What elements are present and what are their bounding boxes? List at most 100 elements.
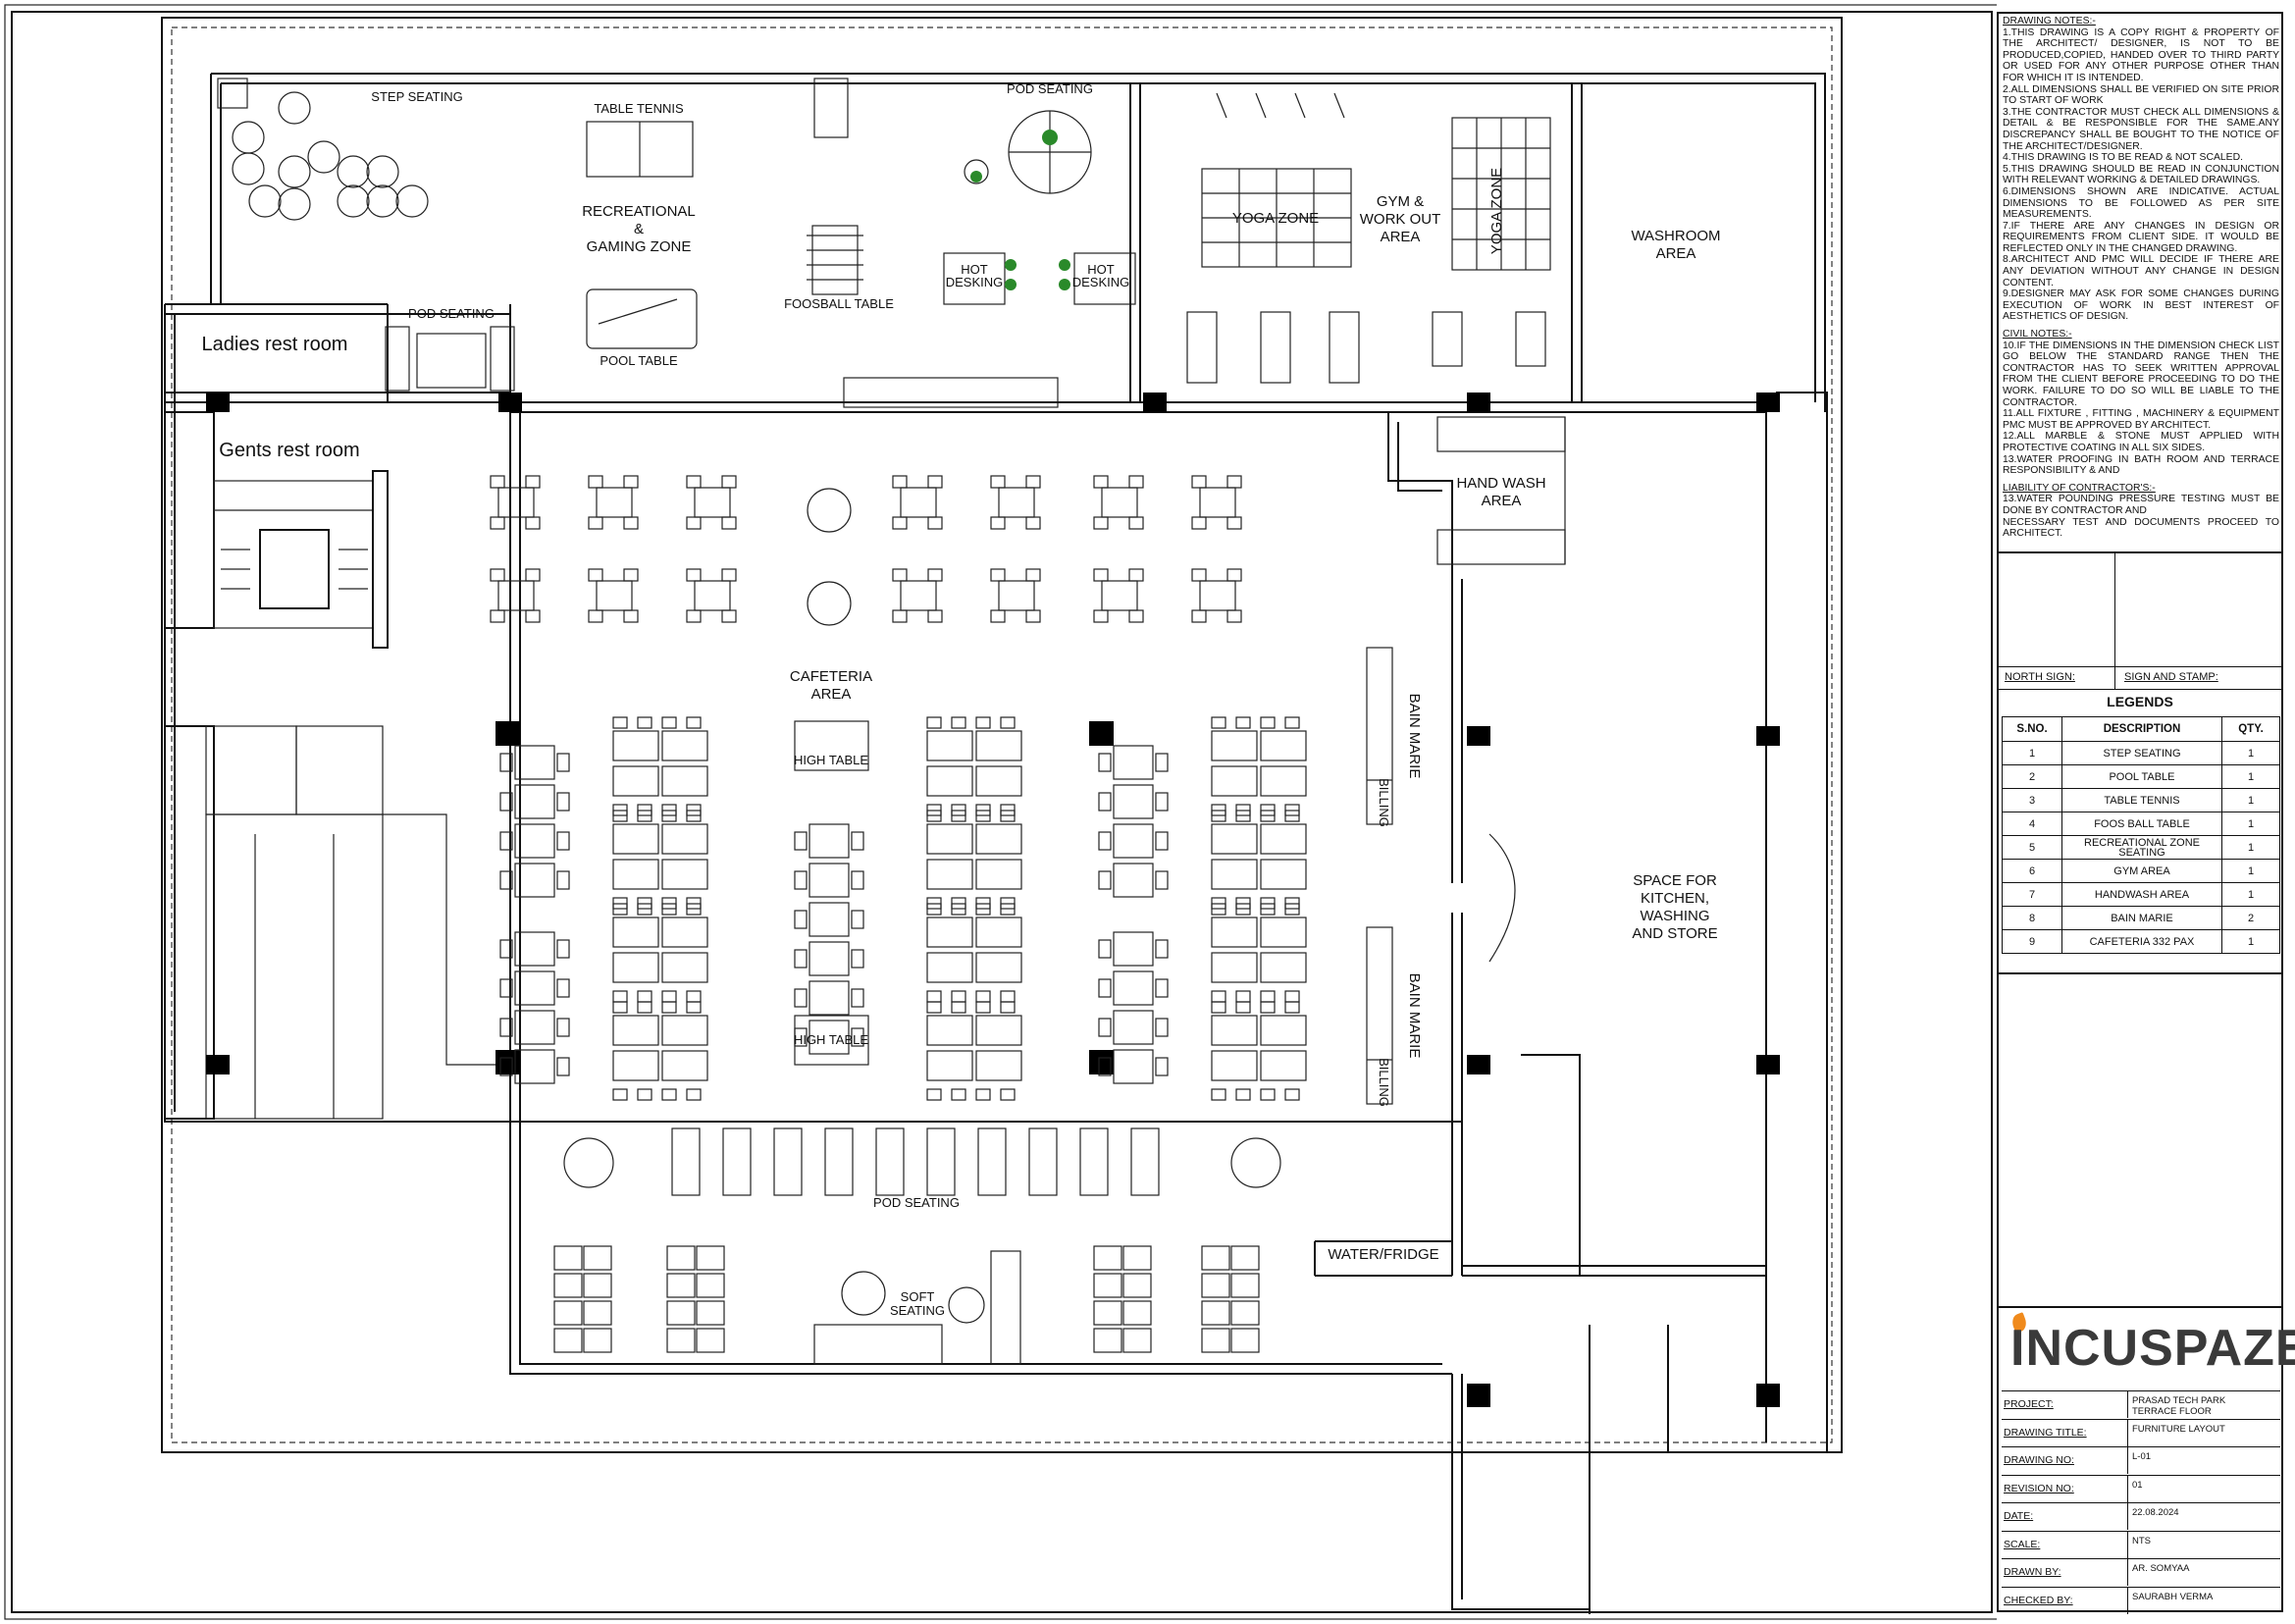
- chair: [623, 568, 639, 582]
- round-table: [807, 488, 852, 533]
- chair: [926, 716, 942, 729]
- label-kitchen-2: KITCHEN,: [1641, 890, 1709, 907]
- label-hot-desking-1b: DESKING: [946, 275, 1004, 289]
- table: [666, 1328, 696, 1353]
- chair: [851, 910, 864, 929]
- chair: [926, 810, 942, 822]
- table: [1122, 1300, 1152, 1326]
- label-table-tennis: TABLE TENNIS: [594, 101, 684, 116]
- chair: [499, 939, 513, 959]
- chair: [851, 949, 864, 969]
- pool-table: [586, 288, 698, 349]
- chair: [1098, 978, 1112, 998]
- chair: [794, 949, 808, 969]
- chair: [927, 609, 943, 623]
- label-hot-desking-2b: DESKING: [1072, 275, 1130, 289]
- chair: [1235, 1001, 1251, 1014]
- chair: [612, 1088, 628, 1101]
- label-gym-1: GYM &: [1377, 193, 1424, 210]
- legend-sno: 9: [2002, 929, 2062, 954]
- label-cafeteria-2: AREA: [811, 686, 852, 703]
- label-kitchen-4: AND STORE: [1632, 925, 1717, 942]
- four-seater-table: [1101, 487, 1138, 518]
- chair: [1098, 1057, 1112, 1076]
- legend-description: GYM AREA: [2061, 859, 2222, 883]
- civil-note-3: 12.ALL MARBLE & STONE MUST APPLIED WITH …: [2003, 431, 2279, 453]
- info-value-line1: AR. SOMYAA: [2132, 1563, 2190, 1574]
- info-value-line1: 22.08.2024: [2132, 1507, 2179, 1518]
- chair: [990, 516, 1006, 530]
- table: [696, 1328, 725, 1353]
- chair: [1235, 716, 1251, 729]
- dining-table: [926, 1050, 973, 1081]
- chair: [1155, 1018, 1169, 1037]
- four-seater-table: [497, 580, 535, 611]
- legend-qty: 1: [2221, 835, 2280, 860]
- info-row: DRAWING NO:L-01: [2002, 1446, 2280, 1474]
- sheet-border: [4, 4, 1997, 1620]
- chair: [892, 516, 908, 530]
- info-row: DRAWING TITLE:FURNITURE LAYOUT: [2002, 1418, 2280, 1446]
- chair: [1226, 568, 1242, 582]
- long-table-segment: [1113, 823, 1154, 859]
- dining-table: [612, 952, 659, 983]
- chair: [686, 609, 702, 623]
- info-key: DRAWING NO:: [2004, 1454, 2074, 1466]
- dining-table: [926, 765, 973, 797]
- info-row: CHECKED BY:SAURABH VERMA: [2002, 1586, 2280, 1614]
- chair: [686, 475, 702, 489]
- label-pool-table: POOL TABLE: [600, 353, 678, 368]
- dining-table: [975, 1050, 1022, 1081]
- dining-table: [1211, 1050, 1258, 1081]
- hot-desks: [843, 252, 1136, 408]
- chair: [490, 609, 505, 623]
- info-value: NTS: [2132, 1536, 2151, 1546]
- chair: [975, 1088, 991, 1101]
- dining-table: [661, 823, 708, 855]
- label-gents-rest-room: Gents rest room: [219, 440, 359, 461]
- info-value-line1: FURNITURE LAYOUT: [2132, 1423, 2225, 1435]
- label-yoga-zone-1: YOGA ZONE: [1232, 210, 1319, 227]
- bain-marie-counters: [1366, 647, 1393, 1105]
- pod-seating-top: [813, 78, 1092, 194]
- chair: [1226, 609, 1242, 623]
- chair: [686, 516, 702, 530]
- label-hand-wash-1: HAND WASH: [1456, 475, 1545, 492]
- info-value-line1: PRASAD TECH PARK: [2132, 1395, 2226, 1406]
- info-key: DATE:: [2004, 1510, 2034, 1522]
- chair: [499, 753, 513, 772]
- legend-description: POOL TABLE: [2061, 764, 2222, 789]
- logo-divider: [1999, 1306, 2281, 1308]
- dining-table: [1260, 823, 1307, 855]
- chair: [927, 475, 943, 489]
- dining-table: [975, 765, 1022, 797]
- chair: [990, 475, 1006, 489]
- label-kitchen-3: WASHING: [1640, 908, 1709, 924]
- pod-seating-left: [385, 326, 515, 392]
- legend-description: STEP SEATING: [2061, 741, 2222, 765]
- info-key: DRAWN BY:: [2004, 1566, 2061, 1578]
- legend-sno: 7: [2002, 882, 2062, 907]
- dining-table: [612, 730, 659, 761]
- chair: [951, 1001, 966, 1014]
- chair: [556, 870, 570, 890]
- table-tennis: [586, 121, 694, 178]
- info-value: 22.08.2024: [2132, 1507, 2179, 1518]
- legend-sno: 1: [2002, 741, 2062, 765]
- chair: [1155, 978, 1169, 998]
- long-table-segment: [1113, 1049, 1154, 1084]
- long-table-segment: [808, 902, 850, 937]
- dining-table: [1260, 1050, 1307, 1081]
- chair: [686, 903, 702, 916]
- plan-frame: [11, 11, 1993, 1613]
- info-row: DATE: 22.08.2024: [2002, 1502, 2280, 1530]
- chair: [556, 1018, 570, 1037]
- dining-table: [612, 1050, 659, 1081]
- chair: [951, 903, 966, 916]
- chair: [686, 568, 702, 582]
